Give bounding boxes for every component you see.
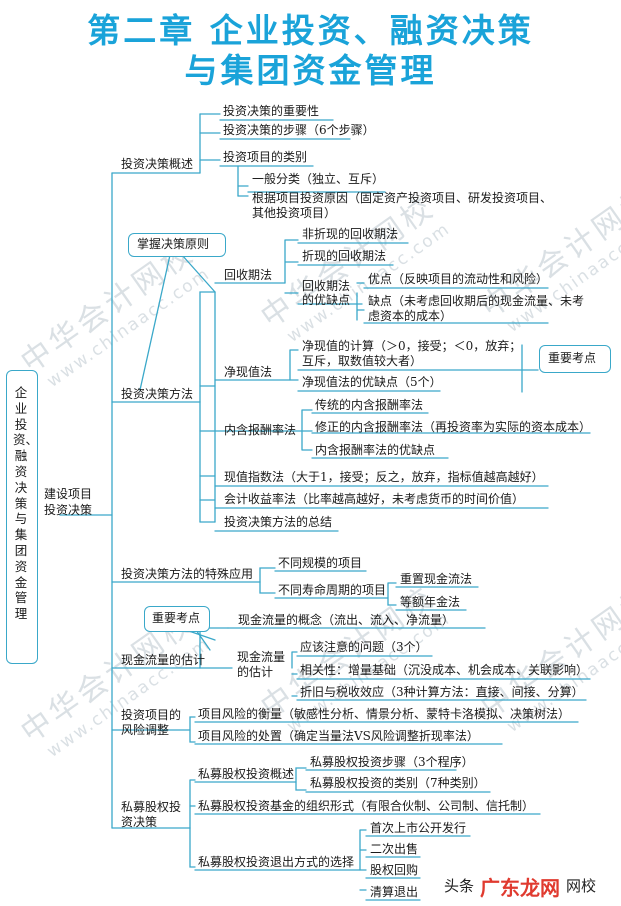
special-replacement-chain: 重置现金流法	[400, 572, 473, 586]
pe-exit-liquidation: 清算退出	[370, 885, 419, 899]
branch-construction-investment: 建设项目投资决策	[44, 487, 93, 517]
npv-calculation: 净现值的计算（＞0，接受；＜0，放弃；互斥，取数值较大者）	[302, 339, 522, 368]
callout-key-box	[539, 345, 611, 373]
root-node: 企业投资、融资决策与集团资金管理	[13, 385, 39, 622]
method-payback: 回收期法	[224, 268, 273, 282]
method-accounting-return: 会计收益率法（比率越高越好，未考虑货币的时间价值）	[224, 492, 525, 506]
pe-exit-buyback: 股权回购	[370, 863, 419, 877]
irr-pros-cons: 内含报酬率法的优缺点	[315, 443, 436, 457]
section-methods: 投资决策方法	[121, 387, 194, 401]
overview-general-class: 一般分类（独立、互斥）	[252, 172, 385, 186]
method-irr: 内含报酬率法	[224, 423, 297, 437]
section-pe: 私募股权投资决策	[121, 800, 182, 829]
section-overview: 投资决策概述	[121, 157, 194, 171]
overview-importance: 投资决策的重要性	[223, 104, 320, 118]
npv-pros-cons: 净现值法的优缺点（5个）	[302, 375, 442, 389]
special-different-scale: 不同规模的项目	[278, 556, 363, 570]
callout-key-point-cashflow: 重要考点	[152, 611, 201, 625]
page-title-line2: 与集团资金管理	[184, 51, 437, 90]
irr-traditional: 传统的内含报酬率法	[315, 398, 424, 412]
footer-source: 头条	[444, 877, 475, 895]
section-special: 投资决策方法的特殊应用	[121, 567, 254, 581]
payback-discounted: 折现的回收期法	[302, 249, 387, 263]
cashflow-relevance: 相关性：增量基础（沉没成本、机会成本、关联影响）	[300, 663, 589, 677]
pe-overview: 私募股权投资概述	[198, 767, 295, 781]
overview-by-reason: 根据项目投资原因（固定资产投资项目、研发投资项目、其他投资项目）	[252, 191, 553, 220]
section-cashflow: 现金流量的估计	[121, 653, 206, 667]
method-profitability-index: 现值指数法（大于1，接受；反之，放弃，指标值越高越好）	[224, 470, 544, 484]
root-node-box	[6, 370, 38, 664]
pe-exit-ipo: 首次上市公开发行	[370, 821, 467, 835]
special-equivalent-annuity: 等额年金法	[400, 595, 461, 609]
payback-nondiscounted: 非折现的回收期法	[302, 227, 399, 241]
overview-steps: 投资决策的步骤（6个步骤）	[223, 123, 375, 137]
pe-exit-secondary-sale: 二次出售	[370, 842, 419, 856]
pe-fund-organization: 私募股权投资基金的组织形式（有限合伙制、公司制、信托制）	[198, 799, 535, 813]
section-risk: 投资项目的风险调整	[121, 708, 182, 737]
irr-modified: 修正的内含报酬率法（再投资率为实际的资本成本）	[315, 420, 592, 434]
callout-key-box	[144, 606, 210, 632]
pe-types: 私募股权投资的类别（7种类别）	[310, 776, 486, 790]
footer-brand-logo: 广东龙网	[478, 872, 562, 901]
callout-grasp-principle: 掌握决策原则	[137, 237, 210, 251]
pe-steps: 私募股权投资步骤（3个程序）	[310, 755, 474, 769]
callout-key-point-npv: 重要考点	[548, 351, 597, 365]
cashflow-issues: 应该注意的问题（3个）	[300, 640, 428, 654]
payback-pros: 优点（反映项目的流动性和风险）	[368, 272, 549, 286]
payback-pros-cons: 回收期法的优缺点	[302, 279, 351, 307]
cashflow-estimate: 现金流量的估计	[237, 650, 286, 679]
method-npv: 净现值法	[224, 365, 273, 379]
overview-types: 投资项目的类别	[223, 150, 308, 164]
footer-tail: 网校	[566, 877, 597, 895]
cashflow-concept: 现金流量的概念（流出、流入、净流量）	[238, 613, 455, 627]
page-title-line1: 第二章 企业投资、融资决策	[87, 11, 534, 50]
risk-handling: 项目风险的处置（确定当量法VS风险调整折现率法）	[198, 729, 479, 743]
cashflow-depreciation-tax: 折旧与税收效应（3种计算方法：直接、间接、分算）	[300, 685, 584, 699]
callout-grasp-box	[128, 233, 226, 257]
pe-exit-choice: 私募股权投资退出方式的选择	[198, 855, 355, 869]
methods-summary: 投资决策方法的总结	[224, 515, 333, 529]
payback-cons: 缺点（未考虑回收期后的现金流量、未考虑资本的成本）	[368, 294, 585, 323]
risk-measurement: 项目风险的衡量（敏感性分析、情景分析、蒙特卡洛模拟、决策树法）	[198, 707, 571, 721]
special-different-life: 不同寿命周期的项目	[278, 583, 387, 597]
